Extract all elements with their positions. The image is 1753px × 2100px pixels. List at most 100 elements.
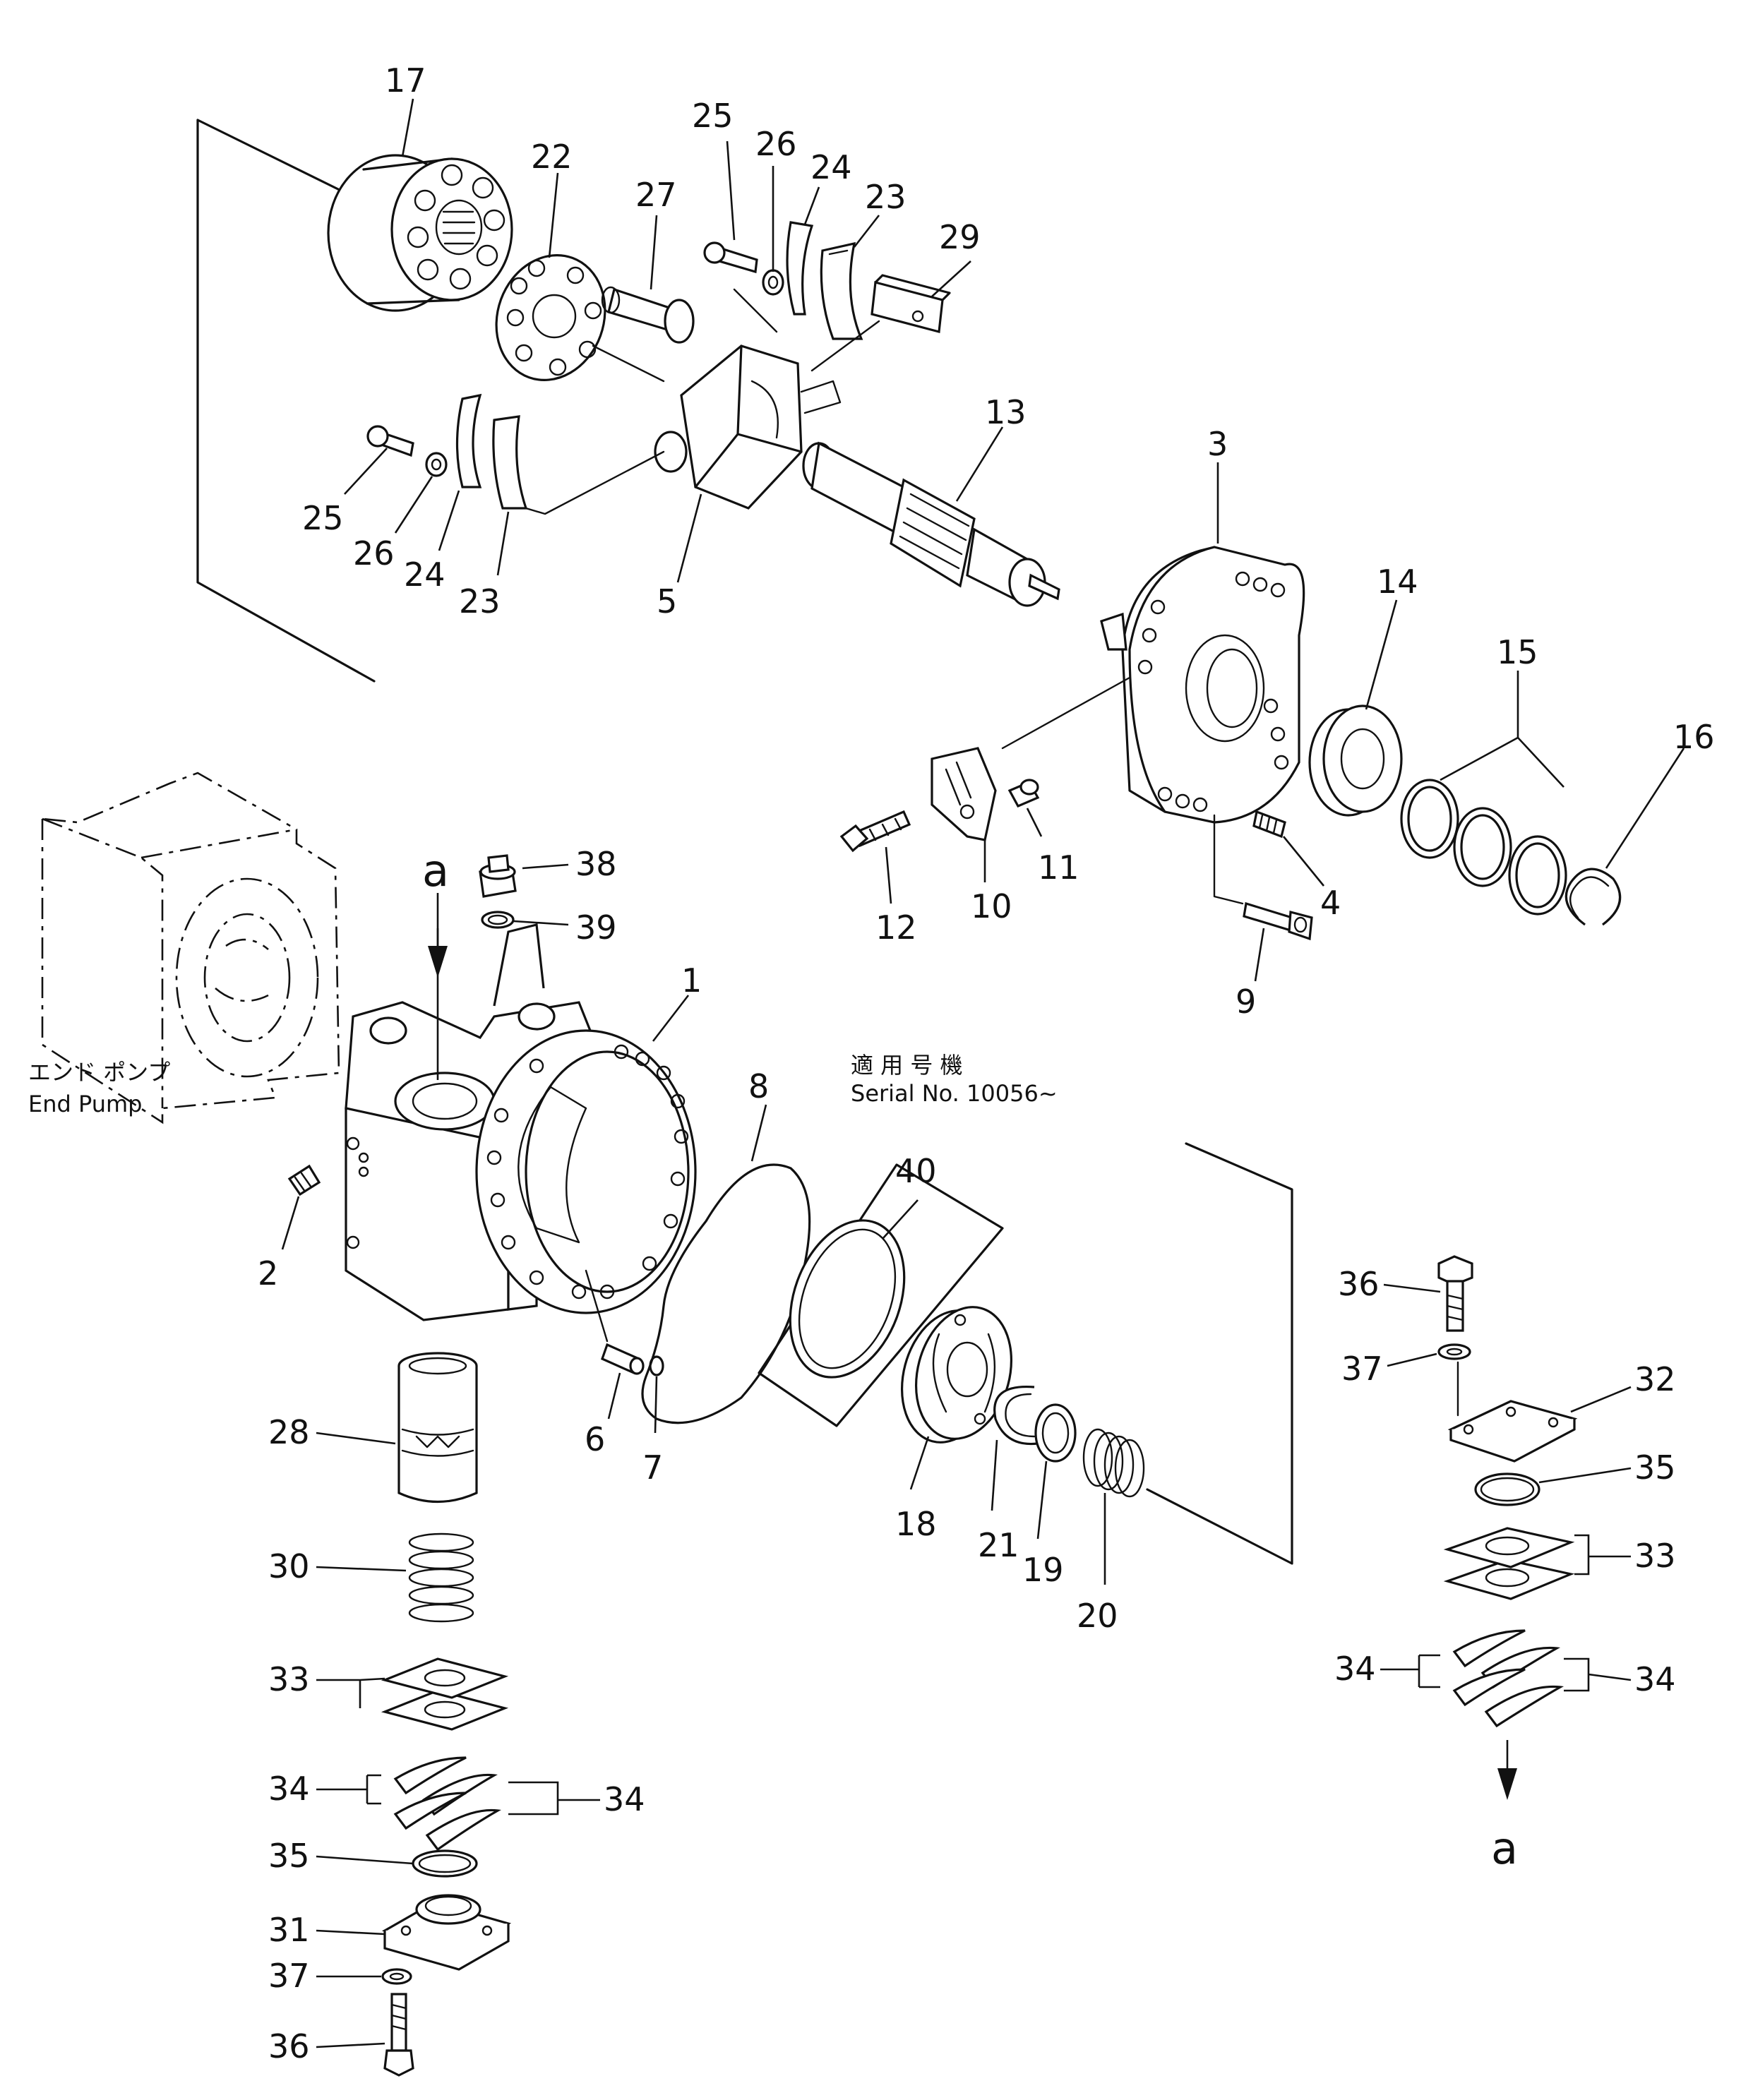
callout-34-right-b: 34 <box>1634 1660 1676 1698</box>
callout-36-right: 36 <box>1338 1265 1380 1303</box>
part-25-bolt-lower <box>366 425 414 457</box>
callout-23-top: 23 <box>865 178 907 216</box>
part-39-o-ring <box>481 911 515 929</box>
callout-26-top: 26 <box>755 125 797 163</box>
part-33-shim-right <box>1443 1527 1575 1600</box>
part-34-shims-left <box>393 1756 501 1852</box>
callout-15: 15 <box>1497 633 1538 671</box>
callout-40: 40 <box>895 1152 937 1190</box>
callout-3: 3 <box>1207 425 1228 463</box>
part-4-plug <box>1252 810 1286 839</box>
callout-13: 13 <box>985 393 1027 431</box>
part-22-retainer-plate <box>495 254 606 381</box>
view-marker-a-bottom: a <box>1491 1823 1518 1874</box>
callout-24-top: 24 <box>810 148 852 186</box>
part-23-cam-guide-lower <box>492 415 665 515</box>
callout-12: 12 <box>875 908 917 947</box>
callout-16: 16 <box>1673 718 1715 756</box>
callout-36-left: 36 <box>268 2027 310 2065</box>
callout-30: 30 <box>268 1547 310 1585</box>
part-14-bearing <box>1308 704 1403 817</box>
callout-27: 27 <box>635 176 677 214</box>
part-30-spring <box>408 1532 474 1623</box>
part-34-shims-right <box>1452 1629 1564 1728</box>
callout-19: 19 <box>1022 1551 1064 1589</box>
part-25-bolt-upper <box>703 241 758 274</box>
callout-34-left-b: 34 <box>604 1780 645 1818</box>
callout-25-top: 25 <box>692 97 734 135</box>
callout-5: 5 <box>657 582 677 620</box>
callout-29: 29 <box>939 218 981 256</box>
part-21-snap-ring <box>993 1385 1039 1446</box>
part-31-cover <box>381 1894 512 1971</box>
part-24-shim-upper <box>786 221 814 316</box>
callout-22: 22 <box>531 138 573 176</box>
callout-18: 18 <box>895 1505 937 1543</box>
callout-33-left: 33 <box>268 1660 310 1698</box>
part-28-servo-piston <box>397 1352 478 1503</box>
part-37-washer-right <box>1437 1343 1471 1360</box>
callout-11: 11 <box>1038 848 1079 887</box>
callout-39: 39 <box>575 908 617 947</box>
part-17-cylinder-block <box>327 154 513 312</box>
callout-14: 14 <box>1377 563 1418 601</box>
end-pump-label-en: End Pump <box>28 1091 142 1117</box>
callout-7: 7 <box>642 1448 663 1487</box>
callout-32: 32 <box>1634 1360 1676 1398</box>
part-10-pivot-block <box>931 747 997 841</box>
part-36-bolt-left <box>383 1993 414 2077</box>
callout-34-left-a: 34 <box>268 1770 310 1808</box>
view-arrow-a-bottom <box>1497 1740 1517 1800</box>
part-3-end-cap <box>1001 546 1305 905</box>
part-40-ring <box>758 1163 1004 1427</box>
callout-8: 8 <box>748 1067 769 1105</box>
callout-24-bottom: 24 <box>404 556 445 594</box>
part-5-swash-plate <box>592 288 842 510</box>
part-15-shims <box>1400 779 1567 916</box>
part-18-valve-plate <box>900 1306 1013 1444</box>
callout-4: 4 <box>1320 884 1341 922</box>
part-1-pump-case <box>345 923 697 1343</box>
part-13-drive-shaft <box>802 441 1060 607</box>
part-12-bolt <box>839 810 911 853</box>
part-24-shim-lower <box>455 393 482 488</box>
part-9-bolt <box>1243 901 1313 941</box>
callout-20: 20 <box>1077 1597 1118 1635</box>
part-16-snap-ring <box>1564 868 1622 926</box>
part-38-plug <box>479 854 517 898</box>
callout-35-left: 35 <box>268 1837 310 1875</box>
mid-group-bracket <box>1146 1142 1293 1565</box>
part-26-washer-lower <box>425 452 448 477</box>
part-26-washer-upper <box>762 269 784 296</box>
callout-37-left: 37 <box>268 1957 310 1995</box>
part-33-shim-left <box>381 1657 509 1731</box>
callout-37-right: 37 <box>1341 1350 1383 1388</box>
callout-9: 9 <box>1236 983 1256 1021</box>
part-8-gasket <box>641 1163 811 1424</box>
serial-label-en: Serial No. 10056~ <box>851 1080 1058 1107</box>
part-29-slider-block <box>810 274 951 372</box>
part-6-pin <box>601 1343 645 1375</box>
view-marker-a-top: a <box>422 845 449 896</box>
end-pump-phantom <box>41 772 340 1124</box>
part-11-pin <box>1007 779 1040 808</box>
view-arrow-a-top <box>428 893 448 1080</box>
callout-23-bottom: 23 <box>459 582 501 620</box>
part-20-spring <box>1082 1428 1145 1498</box>
callout-38: 38 <box>575 845 617 883</box>
part-32-cover-plate <box>1447 1361 1578 1463</box>
part-2-plug <box>287 1164 321 1196</box>
callout-35-right: 35 <box>1634 1448 1676 1487</box>
top-group-bracket <box>196 119 376 683</box>
end-pump-label-jp: エンド ポンプ <box>28 1059 170 1086</box>
callout-25-bottom: 25 <box>302 499 344 537</box>
part-35-o-ring-left <box>412 1849 478 1878</box>
callout-26-bottom: 26 <box>353 534 395 572</box>
callout-28: 28 <box>268 1413 310 1451</box>
part-19-seat <box>1034 1403 1077 1463</box>
part-36-bolt-right <box>1437 1255 1473 1332</box>
callout-6: 6 <box>585 1420 605 1458</box>
callout-33-right: 33 <box>1634 1537 1676 1575</box>
callout-17: 17 <box>385 61 426 100</box>
